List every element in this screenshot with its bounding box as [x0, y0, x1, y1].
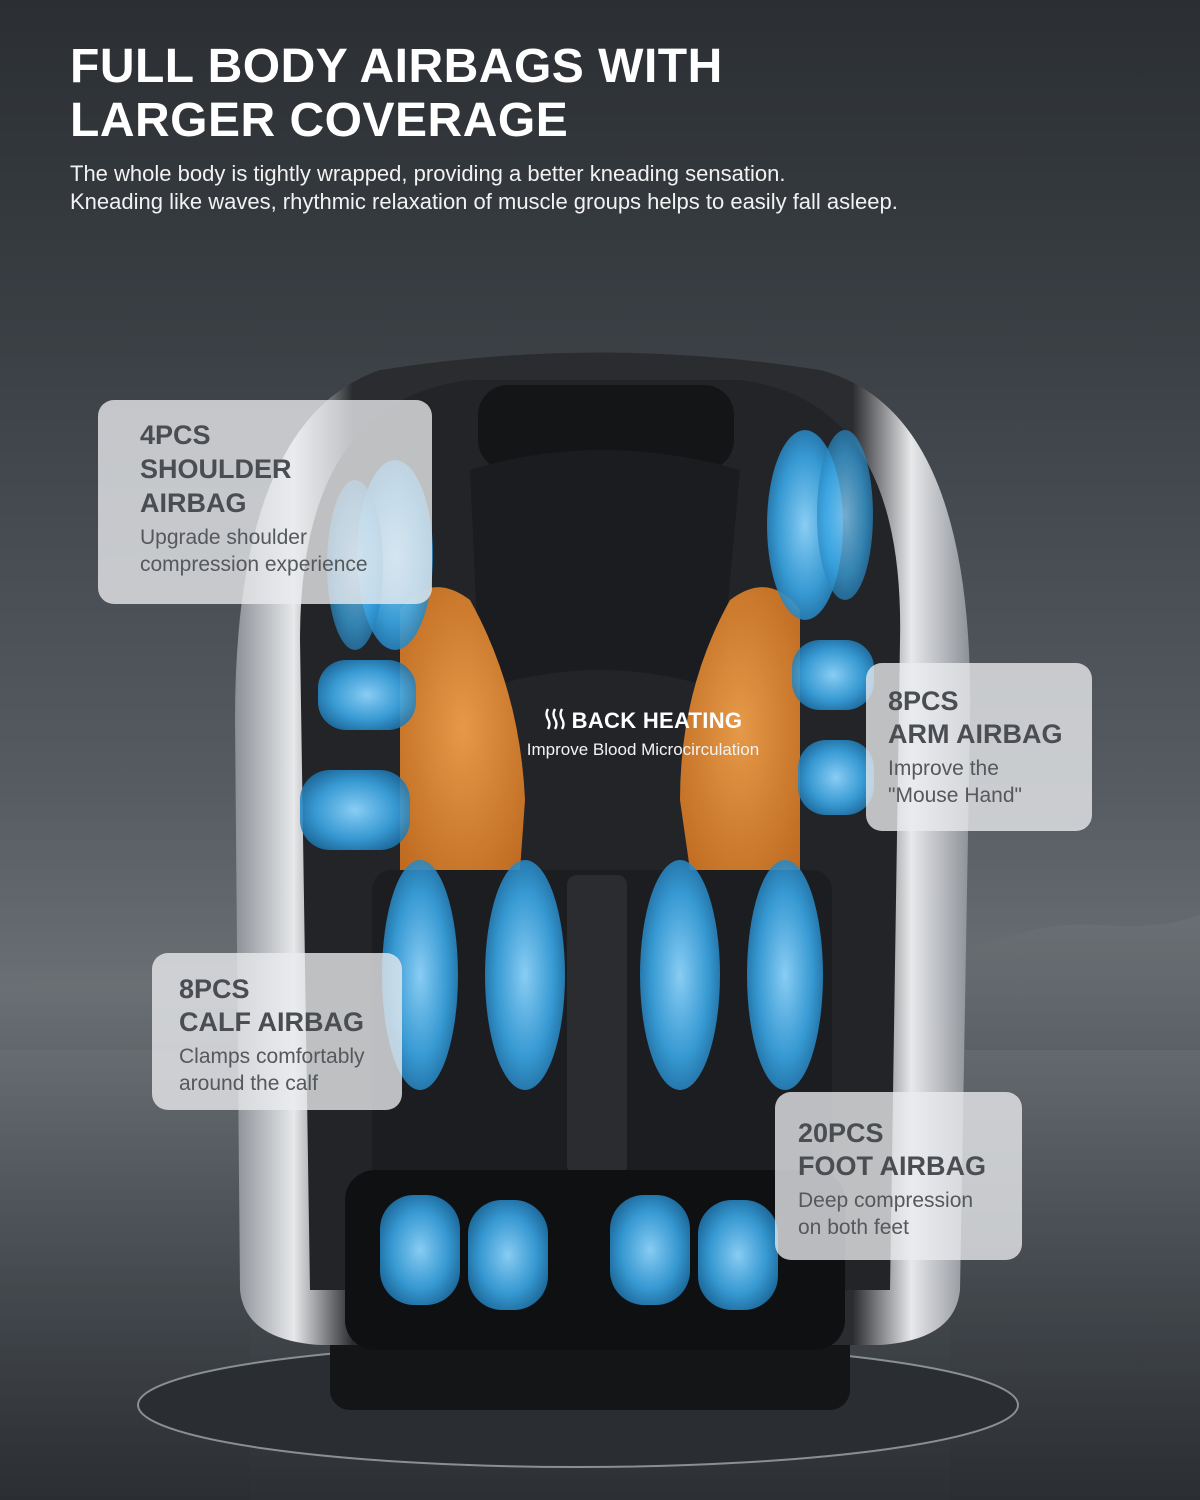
subtitle-line-2: Kneading like waves, rhythmic relaxation… — [70, 189, 898, 214]
foot-airbag-name: FOOT AIRBAG — [798, 1151, 986, 1181]
back-heating-label: BACK HEATING Improve Blood Microcirculat… — [498, 707, 788, 760]
foot-airbag-desc-line-1: Deep compression — [798, 1189, 974, 1212]
shoulder-airbag-name-line-2: AIRBAG — [140, 488, 247, 518]
title-line-2: LARGER COVERAGE — [70, 94, 569, 147]
calf-airbag-name: CALF AIRBAG — [179, 1007, 364, 1037]
calf-airbag-callout: 8PCS CALF AIRBAG Clamps comfortably arou… — [152, 953, 402, 1110]
back-heating-title: BACK HEATING — [571, 708, 743, 733]
calf-airbag-count: 8PCS — [179, 974, 250, 1004]
title-line-1: FULL BODY AIRBAGS WITH — [70, 40, 723, 93]
heat-waves-icon — [544, 708, 565, 730]
shoulder-airbag-callout: 4PCS SHOULDER AIRBAG Upgrade shoulder co… — [98, 400, 432, 604]
page-title: FULL BODY AIRBAGS WITH LARGER COVERAGE — [70, 40, 723, 148]
back-heating-desc: Improve Blood Microcirculation — [526, 740, 760, 759]
arm-airbag-desc-line-1: Improve the — [888, 757, 999, 780]
shoulder-airbag-desc-line-1: Upgrade shoulder — [140, 526, 307, 549]
foot-airbag-callout: 20PCS FOOT AIRBAG Deep compression on bo… — [775, 1092, 1022, 1260]
shoulder-airbag-name-line-1: SHOULDER — [140, 454, 292, 484]
shoulder-airbag-count: 4PCS — [140, 420, 211, 450]
foot-airbag-desc-line-2: on both feet — [798, 1216, 909, 1239]
page-subtitle: The whole body is tightly wrapped, provi… — [70, 160, 898, 216]
foot-airbag-count: 20PCS — [798, 1118, 884, 1148]
calf-airbag-desc-line-1: Clamps comfortably — [179, 1045, 365, 1068]
shoulder-airbag-desc-line-2: compression experience — [140, 553, 368, 576]
subtitle-line-1: The whole body is tightly wrapped, provi… — [70, 161, 786, 186]
arm-airbag-desc-line-2: "Mouse Hand" — [888, 784, 1022, 807]
arm-airbag-name: ARM AIRBAG — [888, 719, 1063, 749]
calf-airbag-desc-line-2: around the calf — [179, 1072, 318, 1095]
arm-airbag-count: 8PCS — [888, 686, 959, 716]
arm-airbag-callout: 8PCS ARM AIRBAG Improve the "Mouse Hand" — [866, 663, 1092, 831]
